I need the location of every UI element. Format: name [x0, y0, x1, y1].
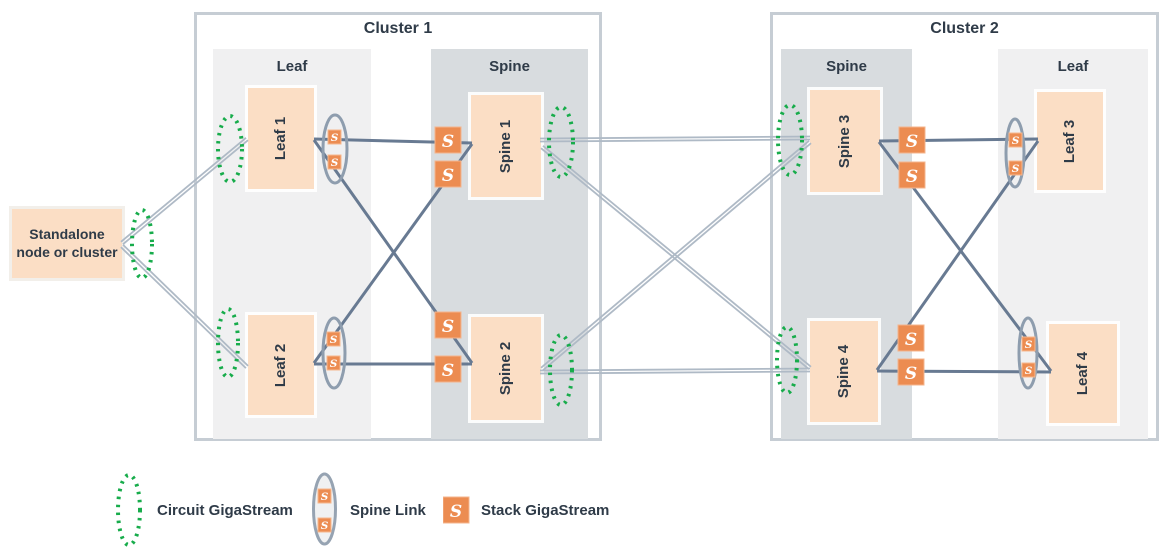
node-spine-3-label: Spine 3: [836, 114, 854, 168]
standalone-node-box: Standalone node or cluster: [12, 209, 122, 278]
legend-label-circuit-gigastream: Circuit GigaStream: [157, 501, 293, 519]
legend-item-stack-gigastream: Stack GigaStream: [443, 472, 609, 548]
node-spine-1-label: Spine 1: [497, 119, 515, 173]
legend-item-circuit-gigastream: Circuit GigaStream: [112, 472, 293, 548]
node-leaf-2-label: Leaf 2: [272, 343, 290, 387]
circuit-gigastream-icon: [116, 473, 142, 547]
node-spine-3: Spine 3: [810, 90, 880, 192]
node-leaf-1: Leaf 1: [248, 88, 314, 189]
stack-gigastream-legend-icon: [443, 496, 470, 524]
legend-label-spine-link: Spine Link: [350, 501, 426, 519]
cluster-2-title: Cluster 2: [930, 20, 999, 37]
node-leaf-4-label: Leaf 4: [1074, 351, 1092, 396]
node-spine-2-label: Spine 2: [497, 341, 515, 396]
spine-link-icon: [312, 472, 337, 546]
legend-label-stack-gigastream: Stack GigaStream: [481, 501, 610, 519]
node-leaf-4: Leaf 4: [1049, 324, 1117, 423]
cluster-2-spine-header: Spine: [826, 58, 867, 75]
node-spine-4: Spine 4: [810, 321, 878, 422]
legend-item-spine-link: Spine Link: [311, 472, 426, 548]
node-leaf-3-label: Leaf 3: [1061, 119, 1079, 163]
cluster-1-title: Cluster 1: [363, 20, 433, 37]
node-spine-4-label: Spine 4: [835, 344, 853, 399]
circuit-gigastream-ellipse-standalone: [130, 208, 154, 280]
node-spine-2: Spine 2: [471, 317, 541, 420]
node-leaf-2: Leaf 2: [248, 315, 314, 415]
node-spine-1: Spine 1: [471, 95, 541, 197]
node-leaf-3: Leaf 3: [1037, 92, 1103, 190]
cluster-1-spine-header: Spine: [489, 58, 530, 75]
cluster-1-leaf-header: Leaf: [276, 58, 308, 75]
cluster-2-leaf-header: Leaf: [1057, 58, 1089, 75]
node-leaf-1-label: Leaf 1: [272, 116, 290, 161]
